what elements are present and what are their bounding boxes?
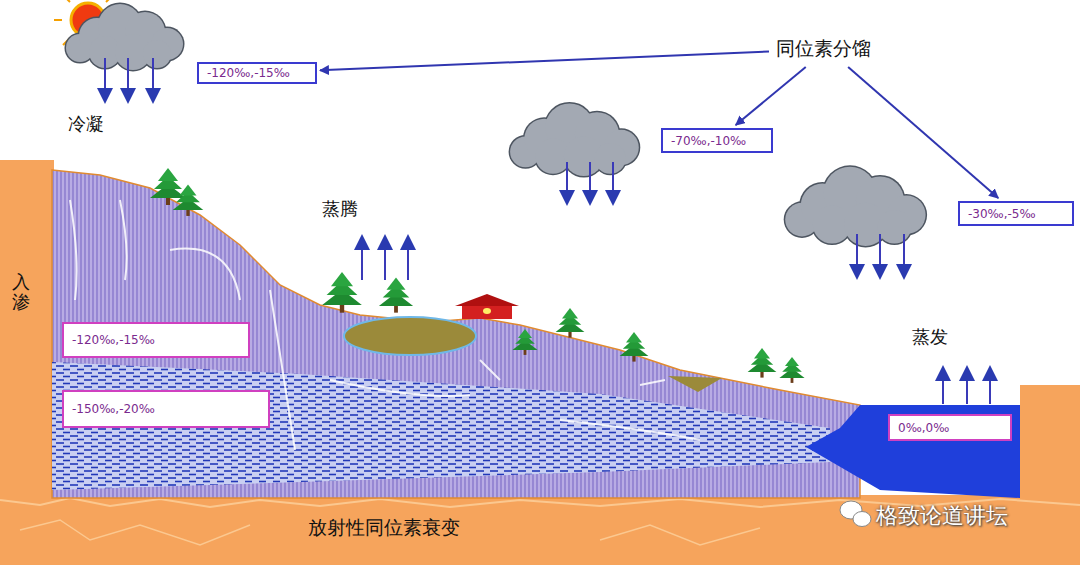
watermark-icon <box>840 501 871 527</box>
trees <box>512 329 537 355</box>
sun <box>64 0 70 2</box>
vapour-arrows <box>612 162 614 198</box>
groundwater-flow <box>270 290 295 450</box>
bedrock <box>20 520 250 545</box>
trees <box>166 198 170 205</box>
bedrock <box>0 160 1080 565</box>
vapour-arrows <box>104 58 106 96</box>
clouds <box>878 210 912 244</box>
clouds <box>65 3 185 72</box>
process-label: 放射性同位素衰变 <box>308 515 460 541</box>
trees <box>180 185 197 196</box>
trees <box>173 185 204 216</box>
trees <box>632 356 635 362</box>
aquifer <box>52 362 830 490</box>
isotope-value-box: -150‰,-20‰ <box>62 390 270 428</box>
groundwater-flow <box>70 200 77 300</box>
process-label: 冷凝 <box>68 112 104 136</box>
trees <box>379 278 413 313</box>
sea <box>806 405 1020 498</box>
watermark-icon <box>853 512 871 527</box>
vapour-arrows <box>384 242 386 280</box>
clouds <box>595 143 626 174</box>
trees <box>779 357 804 383</box>
isotope-value-box: 0‰,0‰ <box>888 414 1012 441</box>
trees <box>748 348 777 378</box>
house <box>483 308 491 314</box>
trees <box>158 168 178 181</box>
vapour-arrows <box>361 242 363 280</box>
isotope-value-box: -70‰,-10‰ <box>661 128 773 153</box>
pond <box>668 376 722 392</box>
sun <box>54 19 62 21</box>
vapour-arrows <box>903 234 905 272</box>
trees <box>331 272 353 286</box>
process-label: 同位素分馏 <box>772 34 883 64</box>
groundwater-flow <box>640 380 665 385</box>
isotope-value-box: -120‰,-15‰ <box>62 322 250 358</box>
trees <box>568 332 571 338</box>
clouds <box>143 40 171 68</box>
process-label: 入渗 <box>12 272 30 312</box>
bedrock <box>600 525 760 545</box>
clouds <box>65 3 928 248</box>
groundwater-flow <box>330 380 470 396</box>
groundwater-flow <box>480 360 500 380</box>
isotope-value: -120‰,-15‰ <box>72 333 155 347</box>
trees <box>524 350 527 355</box>
fractionation-arrow <box>736 67 806 125</box>
trees <box>186 210 189 216</box>
fractionation-arrow <box>848 67 998 198</box>
isotope-value-box: -30‰,-5‰ <box>958 201 1074 226</box>
watermark: 格致论道讲坛 <box>876 501 1008 531</box>
process-label: 蒸发 <box>912 325 948 349</box>
trees <box>754 348 770 358</box>
process-name: 同位素分馏 <box>776 36 871 62</box>
fractionation-arrow <box>320 51 769 70</box>
trees <box>518 329 532 338</box>
house <box>455 294 519 319</box>
isotope-value-box: -120‰,-15‰ <box>197 62 317 84</box>
isotope-value: -30‰,-5‰ <box>968 207 1036 221</box>
trees <box>562 308 578 318</box>
vapour-arrows <box>589 162 591 198</box>
trees <box>760 372 763 378</box>
bedrock <box>0 495 1080 565</box>
isotope-value: -70‰,-10‰ <box>671 134 746 148</box>
trees <box>791 378 794 383</box>
clouds <box>784 165 927 247</box>
groundwater-flow <box>560 420 700 440</box>
vapour-arrows <box>989 373 991 404</box>
vapour-arrows <box>856 234 858 272</box>
trees <box>626 332 642 342</box>
vapour-arrows <box>942 373 944 404</box>
groundwater-flow <box>120 200 127 280</box>
isotope-value: -120‰,-15‰ <box>207 66 290 80</box>
vapour-arrows <box>152 58 154 96</box>
trees <box>785 357 799 366</box>
isotope-value: -150‰,-20‰ <box>72 402 155 416</box>
house <box>455 294 519 306</box>
isotope-value: 0‰,0‰ <box>898 421 949 435</box>
trees <box>620 332 649 362</box>
house <box>462 305 512 319</box>
trees <box>394 306 398 313</box>
vapour-arrows <box>566 162 568 198</box>
vapour-arrows <box>127 58 129 96</box>
vapour-arrows <box>966 373 968 404</box>
trees <box>322 272 362 313</box>
groundwater-flow <box>170 249 240 300</box>
lake <box>344 317 476 355</box>
trees <box>556 308 585 338</box>
process-label: 蒸腾 <box>322 197 358 221</box>
sun <box>106 0 112 2</box>
hill-ground <box>52 170 860 498</box>
trees <box>340 305 344 313</box>
clouds <box>509 102 641 178</box>
vapour-arrows <box>879 234 881 272</box>
trees <box>387 278 406 290</box>
vapour-arrows <box>407 242 409 280</box>
